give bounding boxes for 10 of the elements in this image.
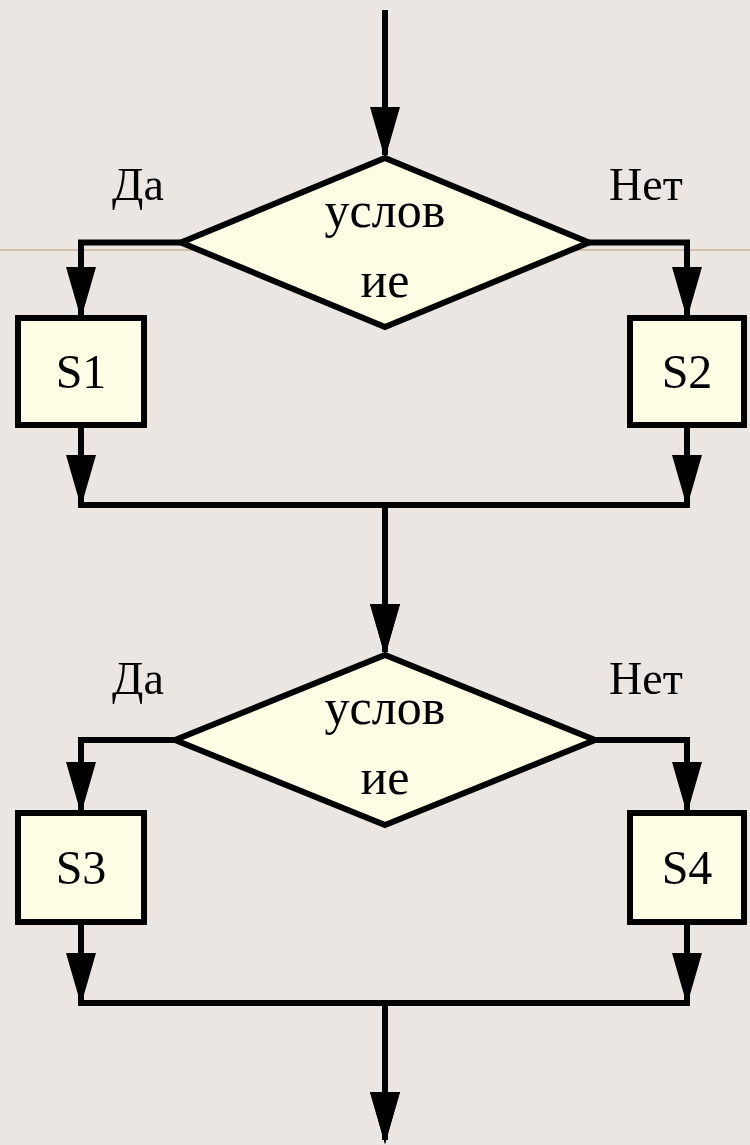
process-box [15, 810, 147, 925]
process-label: S4 [661, 843, 713, 892]
process-box [627, 810, 747, 925]
process-box [627, 315, 747, 428]
condition-text: услов ие [323, 180, 447, 310]
process-label: S1 [55, 347, 107, 396]
condition-text: услов ие [323, 678, 447, 807]
process-label: S2 [661, 347, 713, 396]
process-label: S3 [55, 843, 107, 892]
process-box [15, 315, 147, 428]
